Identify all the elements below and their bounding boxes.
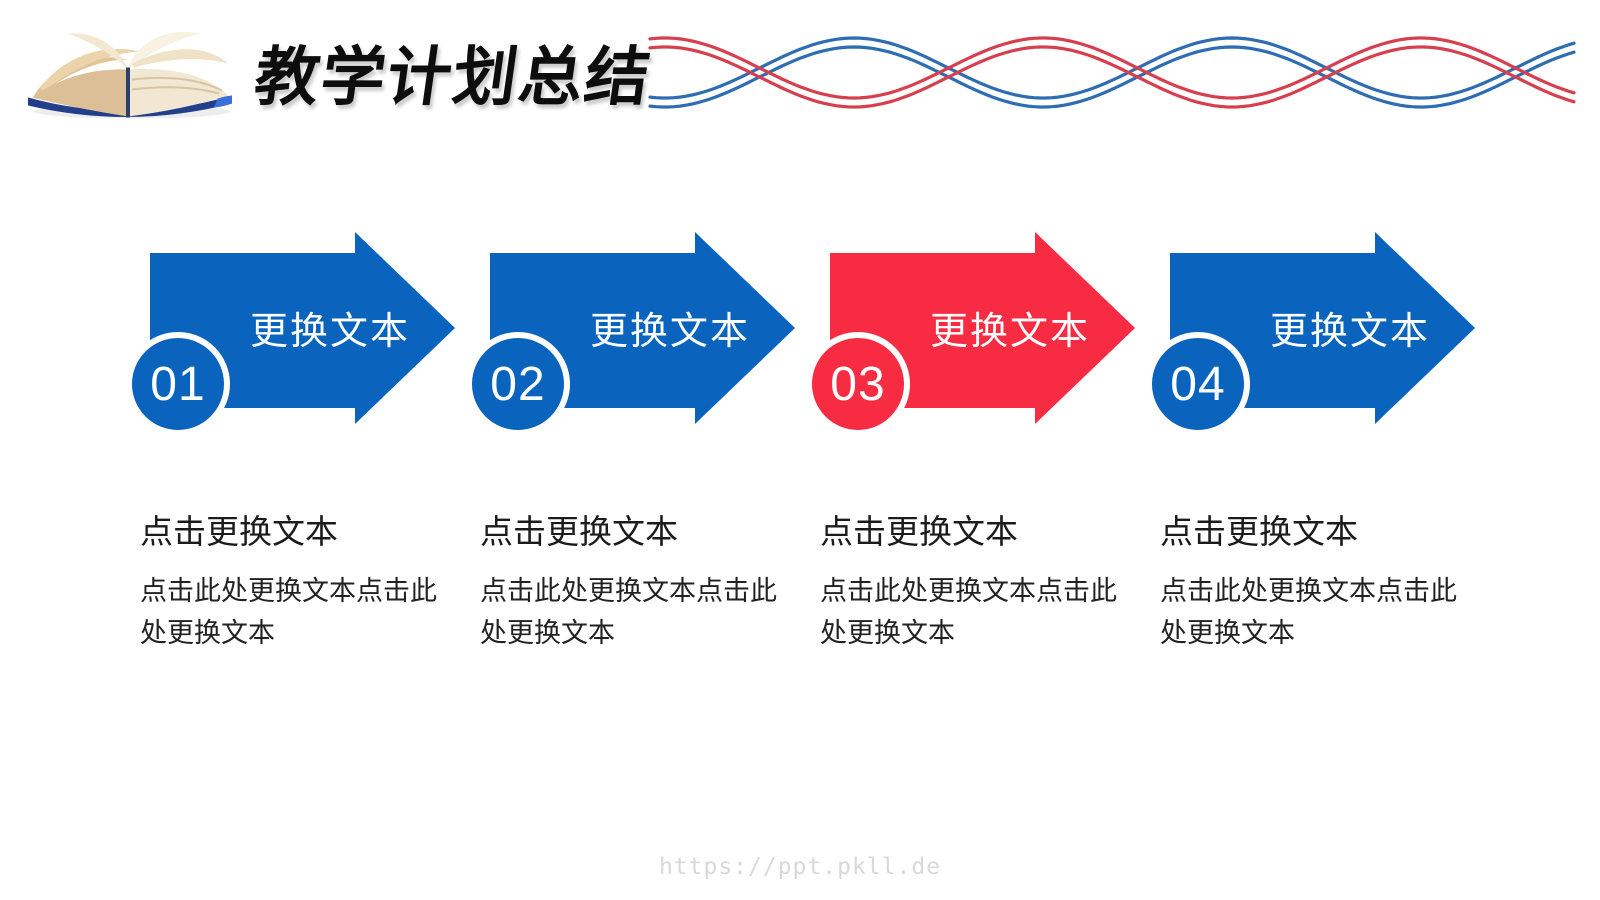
step-number: 04 <box>1170 357 1226 411</box>
step-body[interactable]: 点击此处更换文本点击此处更换文本 <box>140 576 437 648</box>
page-title: 教学计划总结 <box>250 41 657 113</box>
step-heading[interactable]: 点击更换文本 <box>1160 513 1358 550</box>
step-heading[interactable]: 点击更换文本 <box>480 513 678 550</box>
step-body[interactable]: 点击此处更换文本点击此处更换文本 <box>820 576 1117 648</box>
watermark-url: https://ppt.pkll.de <box>658 854 942 880</box>
arrow-label[interactable]: 更换文本 <box>249 311 410 353</box>
step-body[interactable]: 点击此处更换文本点击此处更换文本 <box>480 576 777 648</box>
process-step-3: 03 更换文本 点击更换文本 点击此处更换文本点击此处更换文本 <box>806 230 1170 660</box>
step-number: 03 <box>830 357 886 411</box>
process-step-4: 04 更换文本 点击更换文本 点击此处更换文本点击此处更换文本 <box>1146 230 1510 660</box>
decorative-wave-lines <box>648 36 1576 109</box>
step-heading[interactable]: 点击更换文本 <box>820 513 1018 550</box>
step-number-badge: 02 <box>466 332 570 436</box>
process-step-1: 01 更换文本 点击更换文本 点击此处更换文本点击此处更换文本 <box>126 230 490 660</box>
arrow-label[interactable]: 更换文本 <box>929 311 1090 353</box>
step-number-badge: 01 <box>126 332 230 436</box>
step-number-badge: 04 <box>1146 332 1250 436</box>
arrow-label[interactable]: 更换文本 <box>1269 311 1430 353</box>
process-step-2: 02 更换文本 点击更换文本 点击此处更换文本点击此处更换文本 <box>466 230 830 660</box>
step-number: 02 <box>490 357 546 411</box>
step-body[interactable]: 点击此处更换文本点击此处更换文本 <box>1160 576 1457 648</box>
step-number: 01 <box>150 357 206 411</box>
step-number-badge: 03 <box>806 332 910 436</box>
open-book-image <box>28 31 232 119</box>
arrow-label[interactable]: 更换文本 <box>589 311 750 353</box>
step-heading[interactable]: 点击更换文本 <box>140 513 338 550</box>
